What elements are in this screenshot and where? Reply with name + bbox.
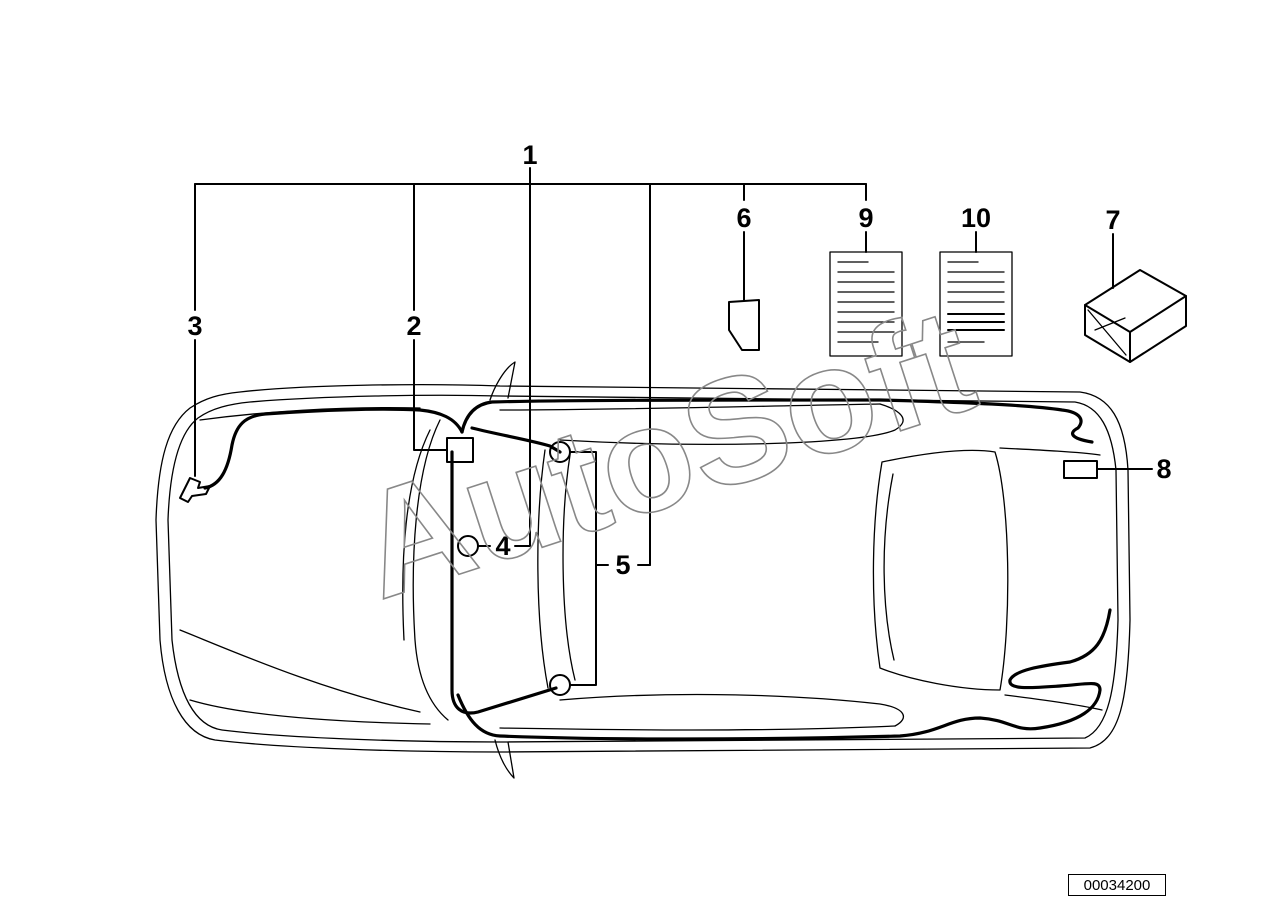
part-9-document-icon	[829, 251, 903, 357]
part-5-sensor-bottom-icon	[549, 674, 571, 696]
callout-2: 2	[406, 311, 421, 341]
wiring-harness	[203, 398, 1112, 741]
watermark-text: AutoSoft	[338, 275, 992, 630]
callout-6: 6	[736, 203, 751, 233]
callout-7: 7	[1105, 205, 1120, 235]
callout-5: 5	[615, 550, 630, 580]
callout-8: 8	[1156, 454, 1171, 484]
car-body-outline	[155, 361, 1131, 779]
callout-10: 10	[961, 203, 991, 233]
part-7-box-icon	[1084, 269, 1187, 363]
part-3-bracket-icon	[179, 477, 211, 503]
callout-9: 9	[858, 203, 873, 233]
part-6-tag-icon	[728, 299, 760, 351]
callout-4: 4	[495, 531, 510, 561]
part-number-label: 00034200	[1068, 874, 1166, 896]
part-8-module-icon	[1063, 460, 1098, 479]
callout-3: 3	[187, 311, 202, 341]
callout-1: 1	[522, 140, 537, 170]
leader-lines	[194, 167, 1153, 686]
